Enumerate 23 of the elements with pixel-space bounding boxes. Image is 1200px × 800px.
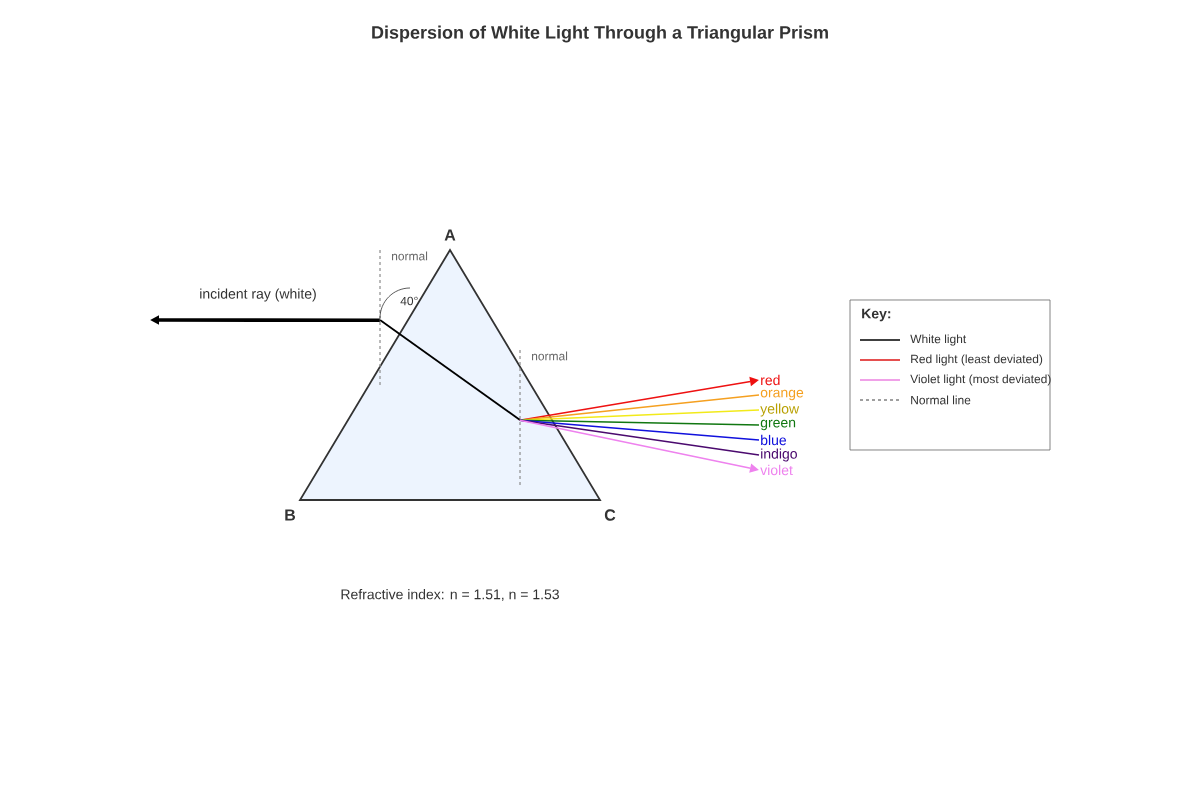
note: Refractive index: n = 1.51, n = 1.53 — [341, 589, 559, 601]
light-ray — [519, 419, 760, 426]
angle-label: 40° — [400, 296, 418, 306]
legend-text: Red light (least deviated) — [911, 354, 1043, 366]
vertex-label: C — [604, 509, 616, 521]
edge-label: incident ray (white) — [198, 287, 318, 303]
legend-heading: Key: — [862, 308, 891, 322]
colour-label: red — [761, 374, 780, 386]
legend-text: Normal line — [911, 395, 971, 405]
vertex-label: B — [285, 509, 296, 521]
light-ray — [519, 419, 760, 456]
legend-text: White light — [910, 334, 967, 346]
normal-label: normal — [532, 351, 568, 361]
colour-label: green — [760, 419, 796, 431]
colour-label: violet — [760, 464, 793, 476]
light-ray — [519, 419, 759, 473]
colour-label: blue — [761, 434, 787, 446]
legend-text: Violet light (most deviated) — [910, 374, 1051, 386]
colour-label: indigo — [761, 448, 797, 462]
normal-label: normal — [392, 251, 428, 261]
title: Dispersion of White Light Through a Triangular Prism — [372, 25, 828, 43]
colour-label: orange — [760, 389, 804, 401]
colour-label: yellow — [760, 403, 800, 417]
